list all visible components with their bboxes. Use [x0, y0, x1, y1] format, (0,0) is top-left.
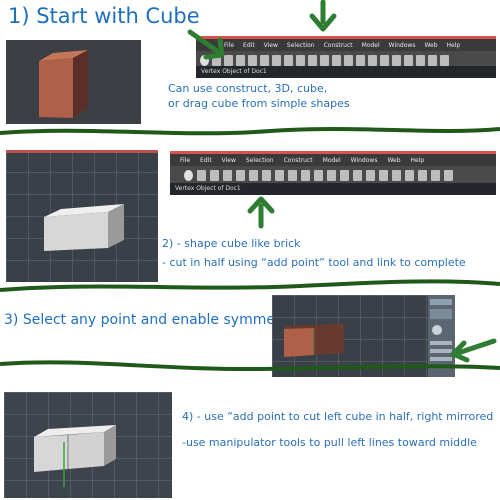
- tool-icon[interactable]: [260, 55, 269, 66]
- menu-windows[interactable]: Windows: [350, 156, 378, 164]
- menu-windows[interactable]: Windows: [388, 41, 416, 49]
- step4-caption: 4) - use “add point to cut left cube in …: [182, 404, 493, 456]
- tool-icon[interactable]: [320, 55, 329, 66]
- properties-panel: [428, 295, 455, 377]
- brick-selected-3d: [284, 324, 346, 357]
- tool-icon[interactable]: [314, 170, 323, 181]
- tool-icon[interactable]: [444, 170, 453, 181]
- sphere-tool-icon[interactable]: [184, 170, 193, 181]
- menu-construct[interactable]: Construct: [283, 156, 313, 164]
- tool-icon[interactable]: [308, 55, 317, 66]
- tool-icon[interactable]: [212, 55, 221, 66]
- tool-icon[interactable]: [327, 170, 336, 181]
- brick-3d: [44, 204, 124, 251]
- step3-viewport: [272, 295, 428, 377]
- tool-icon[interactable]: [248, 55, 257, 66]
- tool-icon[interactable]: [379, 170, 388, 181]
- tool-icon[interactable]: [404, 55, 413, 66]
- sphere-tool-icon[interactable]: [200, 55, 209, 66]
- tool-icon[interactable]: [275, 170, 284, 181]
- tool-icon[interactable]: [301, 170, 310, 181]
- tool-icon[interactable]: [344, 55, 353, 66]
- tool-icon[interactable]: [249, 170, 258, 181]
- toolbar-2: File Edit View Selection Construct Model…: [170, 151, 496, 195]
- step1-viewport: [6, 40, 141, 124]
- brick-cut-3d: [34, 425, 116, 487]
- step1-caption-line: Can use construct, 3D, cube,: [168, 82, 328, 95]
- menu-bar: File Edit View Selection Construct Model…: [170, 154, 496, 166]
- arrow-up-icon: [247, 196, 275, 229]
- tool-icon[interactable]: [197, 170, 206, 181]
- menu-help[interactable]: Help: [446, 41, 461, 49]
- tool-icon[interactable]: [340, 170, 349, 181]
- menu-selection[interactable]: Selection: [286, 41, 315, 49]
- menu-web[interactable]: Web: [424, 41, 438, 49]
- step3-title: 3) Select any point and enable symmetry: [4, 312, 295, 328]
- tool-icon[interactable]: [272, 55, 281, 66]
- tool-icon[interactable]: [262, 170, 271, 181]
- arrow-left-icon: [450, 338, 497, 363]
- tool-icon[interactable]: [418, 170, 427, 181]
- tool-icon[interactable]: [428, 55, 437, 66]
- tool-icon[interactable]: [353, 170, 362, 181]
- menu-file[interactable]: File: [224, 41, 235, 49]
- arrow-diagonal-icon: [187, 29, 225, 60]
- tool-icon[interactable]: [392, 170, 401, 181]
- tool-icon[interactable]: [210, 170, 219, 181]
- tool-icon[interactable]: [380, 55, 389, 66]
- menu-file[interactable]: File: [180, 156, 191, 164]
- menu-construct[interactable]: Construct: [323, 41, 353, 49]
- step4-caption-line: -use manipulator tools to pull left line…: [182, 436, 477, 449]
- menu-edit[interactable]: Edit: [243, 41, 255, 49]
- tool-icon[interactable]: [296, 55, 305, 66]
- tool-icon[interactable]: [284, 55, 293, 66]
- section-divider: [0, 360, 500, 372]
- section-divider: [0, 279, 500, 292]
- tool-icon-row: [196, 51, 496, 70]
- tool-icon[interactable]: [440, 55, 449, 66]
- arrow-down-icon: [309, 0, 337, 32]
- step2-viewport: [6, 150, 158, 282]
- step2-caption-line: 2) - shape cube like brick: [162, 237, 301, 250]
- tool-icon[interactable]: [405, 170, 414, 181]
- tool-icon[interactable]: [416, 55, 425, 66]
- tool-icon[interactable]: [236, 170, 245, 181]
- step4-viewport: [4, 392, 172, 498]
- tool-icon[interactable]: [332, 55, 341, 66]
- section-divider: [0, 127, 500, 136]
- tool-icon[interactable]: [223, 170, 232, 181]
- menu-edit[interactable]: Edit: [200, 156, 212, 164]
- step1-caption: Can use construct, 3D, cube, or drag cub…: [168, 81, 350, 111]
- step4-caption-line: 4) - use “add point to cut left cube in …: [182, 410, 494, 423]
- step2-caption: 2) - shape cube like brick - cut in half…: [162, 234, 498, 272]
- tool-icon-row: [170, 166, 496, 185]
- tool-icon[interactable]: [392, 55, 401, 66]
- tool-icon[interactable]: [236, 55, 245, 66]
- tool-icon[interactable]: [431, 170, 440, 181]
- menu-model[interactable]: Model: [322, 156, 341, 164]
- menu-model[interactable]: Model: [361, 41, 380, 49]
- step2-caption-line: - cut in half using “add point” tool and…: [162, 256, 466, 269]
- status-bar: Vertex Object of Doc1: [196, 66, 496, 78]
- menu-web[interactable]: Web: [387, 156, 401, 164]
- tool-icon[interactable]: [366, 170, 375, 181]
- step1-caption-line: or drag cube from simple shapes: [168, 97, 350, 110]
- toolbar-1: File Edit View Selection Construct Model…: [196, 36, 496, 78]
- menu-view[interactable]: View: [221, 156, 236, 164]
- tool-icon[interactable]: [356, 55, 365, 66]
- step1-title: 1) Start with Cube: [8, 4, 200, 28]
- menu-bar: File Edit View Selection Construct Model…: [196, 39, 496, 51]
- cube-3d: [39, 50, 88, 118]
- tool-icon[interactable]: [224, 55, 233, 66]
- tool-icon[interactable]: [368, 55, 377, 66]
- status-bar: Vertex Object of Doc1: [170, 183, 496, 195]
- menu-help[interactable]: Help: [410, 156, 425, 164]
- menu-view[interactable]: View: [263, 41, 278, 49]
- tool-icon[interactable]: [288, 170, 297, 181]
- menu-selection[interactable]: Selection: [245, 156, 274, 164]
